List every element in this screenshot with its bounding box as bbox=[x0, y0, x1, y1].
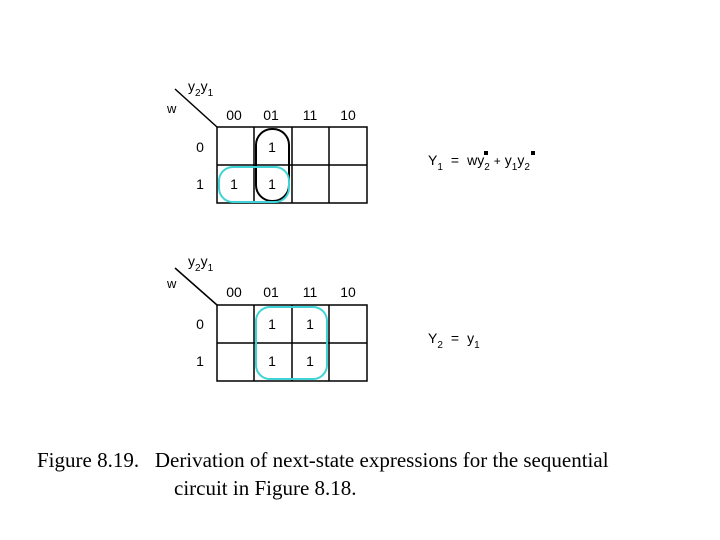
kmap-2: y2y1 w 00 01 11 10 0 1 1 1 1 1 bbox=[166, 253, 368, 382]
kmap-1-row-variable: w bbox=[166, 101, 177, 116]
complement-bar-1 bbox=[484, 151, 488, 155]
kmap-2-column-variables: y2y1 bbox=[188, 253, 214, 274]
kmap-1-col-header: 01 bbox=[263, 107, 279, 123]
kmap-2-group-columns-01-11 bbox=[255, 306, 328, 380]
complement-bar-2 bbox=[531, 151, 535, 155]
kmap-2-col-header: 00 bbox=[226, 284, 242, 300]
caption-line-2: circuit in Figure 8.18. bbox=[174, 476, 357, 500]
kmap-2-col-header: 01 bbox=[263, 284, 279, 300]
kmap-1-cell: 1 bbox=[268, 176, 276, 192]
figure-caption: Figure 8.19. Derivation of next-state ex… bbox=[37, 446, 707, 502]
kmap-1-cell: 1 bbox=[268, 139, 276, 155]
kmap-1-col-header: 00 bbox=[226, 107, 242, 123]
caption-line-1: Figure 8.19. Derivation of next-state ex… bbox=[37, 448, 609, 472]
kmap-2-col-header: 11 bbox=[303, 284, 318, 300]
kmap-2-cell: 1 bbox=[268, 353, 276, 369]
kmap-2-row-variable: w bbox=[166, 276, 177, 291]
svg-text:Y2=y1: Y2=y1 bbox=[428, 330, 480, 351]
kmap-1-row-header: 1 bbox=[196, 176, 204, 192]
kmap-1-group-row-1 bbox=[218, 166, 290, 203]
kmap-2-cell: 1 bbox=[306, 353, 314, 369]
kmap-1-corner-diagonal bbox=[174, 88, 218, 128]
kmap-2-corner-diagonal bbox=[174, 267, 218, 306]
kmap-2-row-header: 1 bbox=[196, 353, 204, 369]
kmap-1-grid bbox=[216, 126, 368, 204]
kmap-1-row-header: 0 bbox=[196, 139, 204, 155]
svg-text:Y1=wy2+y1y2: Y1=wy2+y1y2 bbox=[428, 152, 530, 173]
kmap-2-cell: 1 bbox=[306, 316, 314, 332]
kmap-2-cell: 1 bbox=[268, 316, 276, 332]
kmap-1-column-variables: y2y1 bbox=[188, 78, 214, 99]
kmap-1: y2y1 w 00 01 11 10 0 1 1 1 1 bbox=[166, 78, 368, 204]
kmap-2-col-header: 10 bbox=[340, 284, 356, 300]
kmap-2-row-header: 0 bbox=[196, 316, 204, 332]
equation-y2: Y2=y1 bbox=[428, 330, 480, 351]
kmap-2-grid bbox=[216, 304, 368, 382]
kmap-1-col-header: 11 bbox=[303, 107, 318, 123]
equation-y1: Y1=wy2+y1y2 bbox=[428, 151, 535, 173]
kmap-1-col-header: 10 bbox=[340, 107, 356, 123]
kmap-1-cell: 1 bbox=[230, 176, 238, 192]
